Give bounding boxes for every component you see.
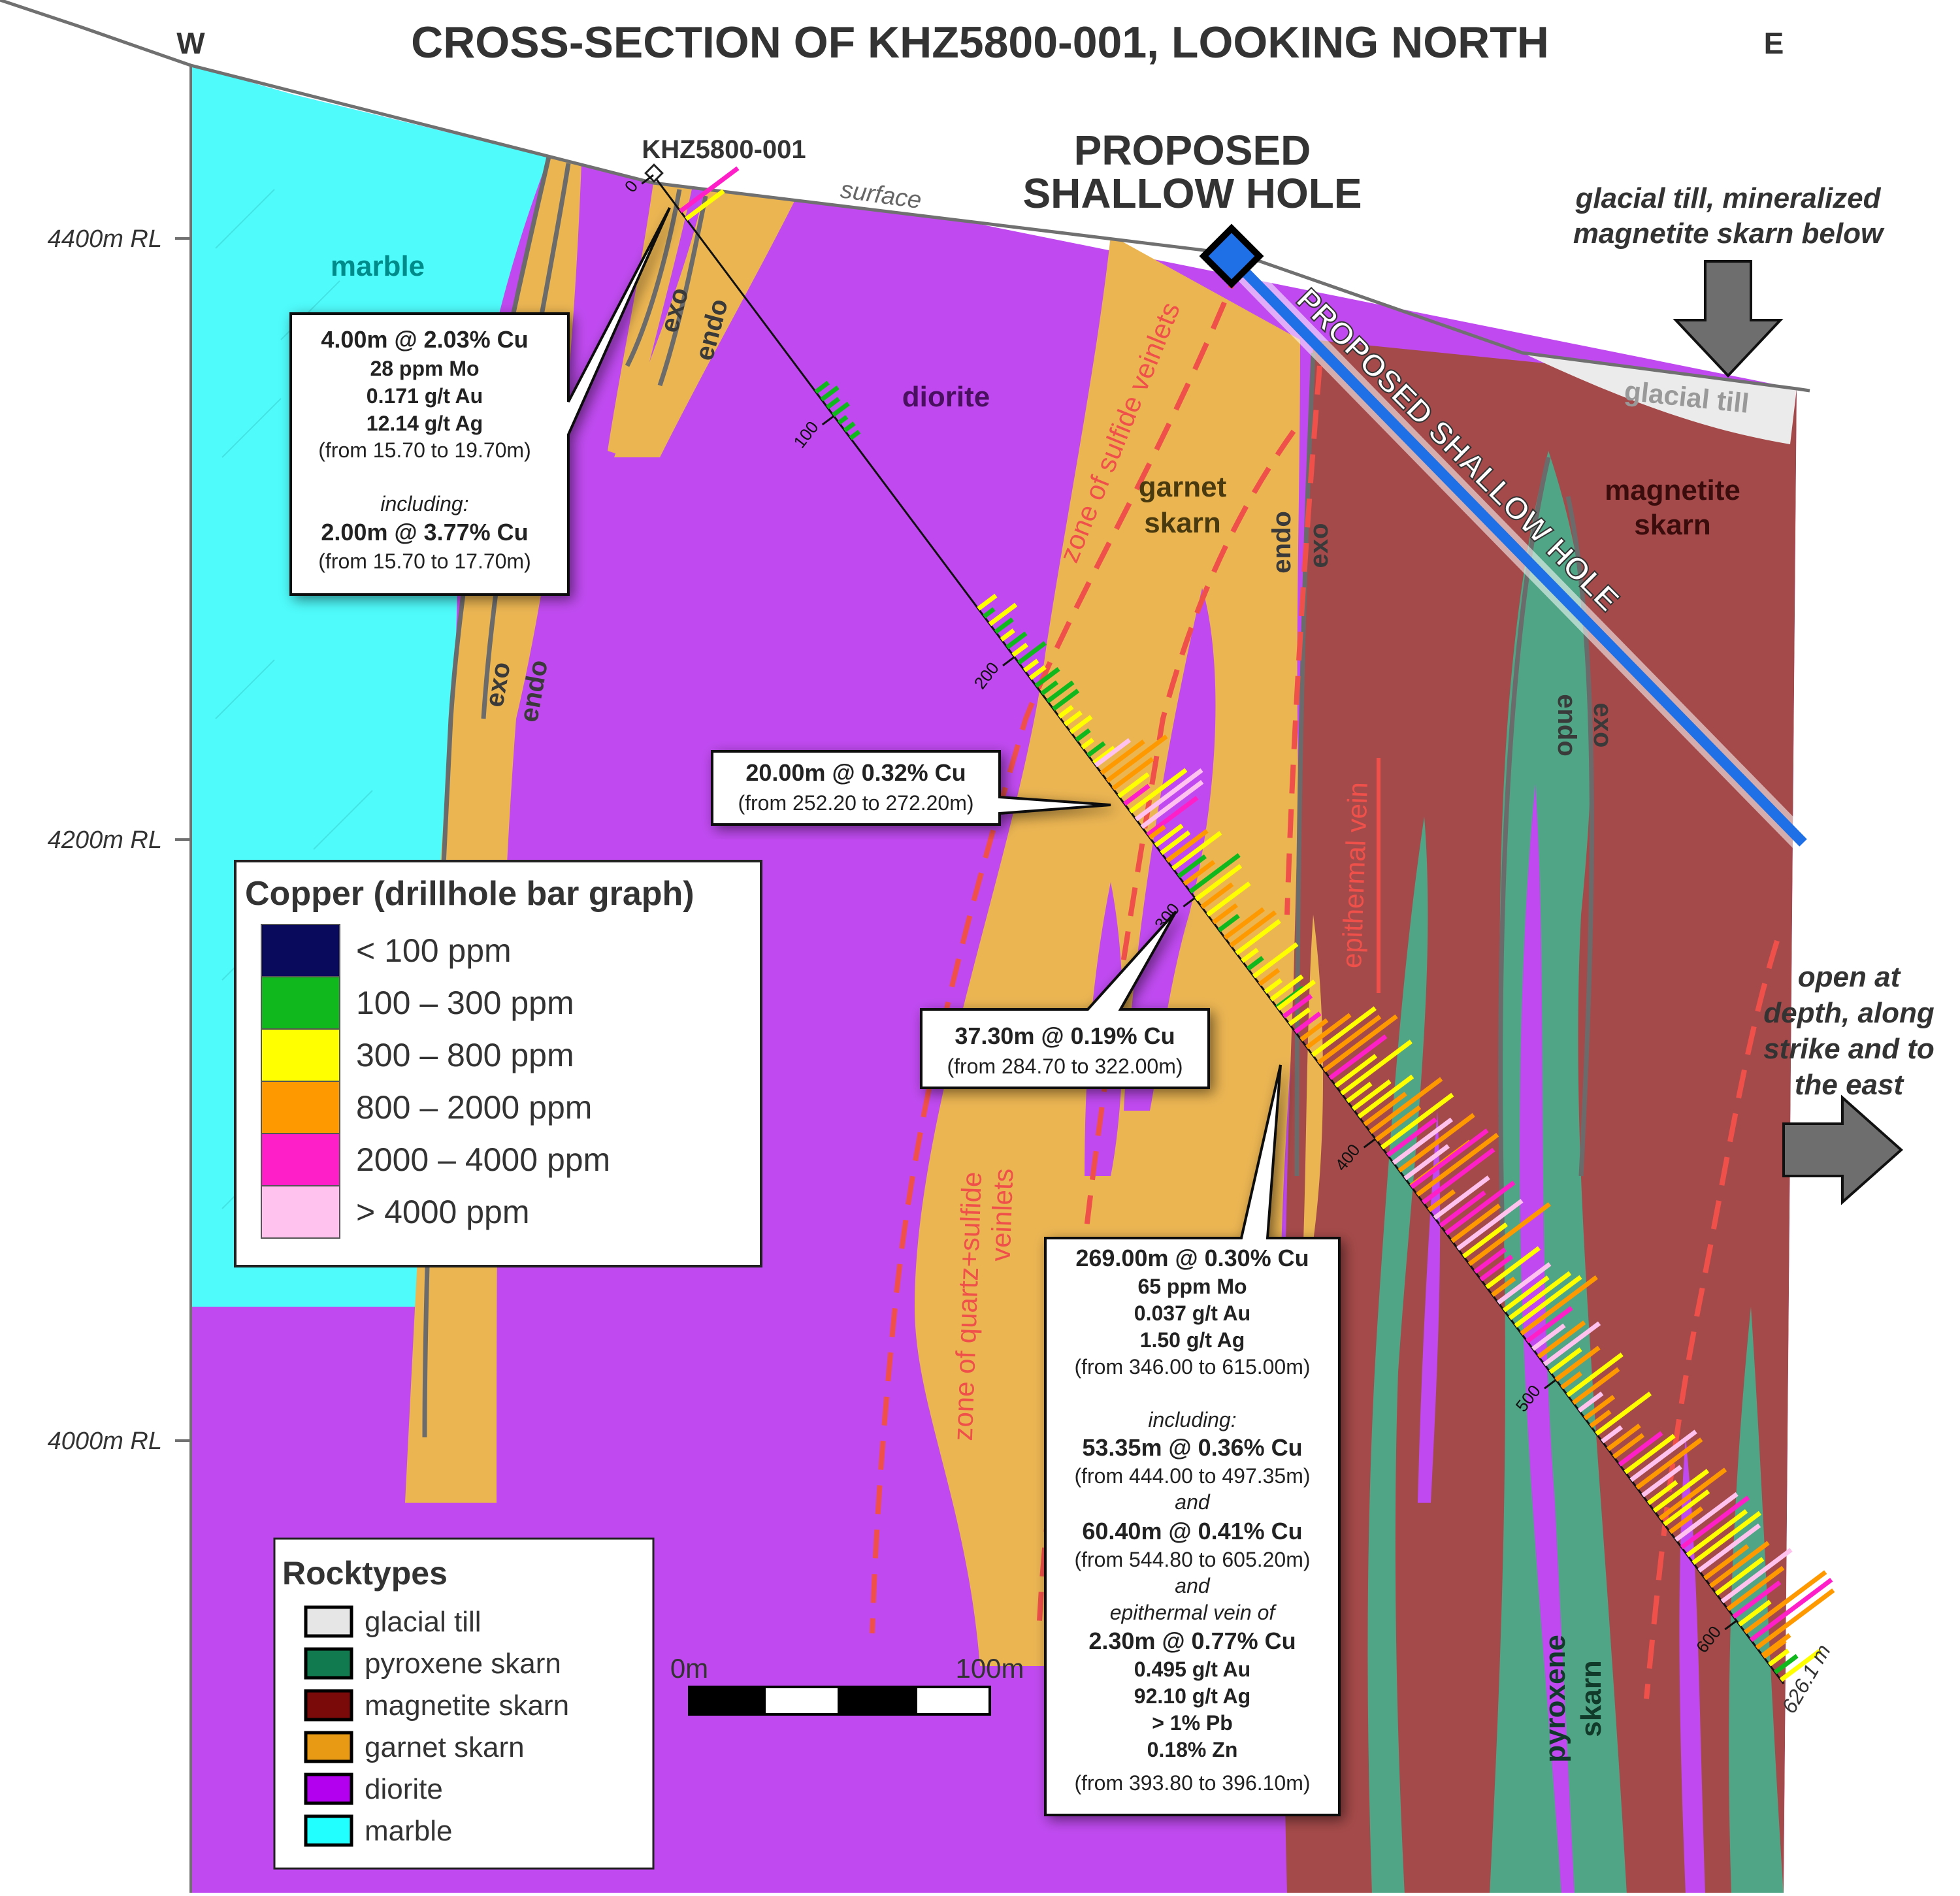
rock-swatch-2 [306,1649,351,1678]
copper-legend-label-5: 2000 – 4000 ppm [356,1141,610,1178]
page-title: CROSS-SECTION OF KHZ5800-001, LOOKING NO… [411,18,1549,67]
copper-swatch-5 [261,1134,340,1186]
elevation-label-4000: 4000m RL [48,1428,162,1455]
glacial-note-1: glacial till, mineralized [1575,182,1881,214]
endo-label-center: endo [1267,511,1296,574]
open-note-4: the east [1795,1069,1905,1101]
endo-label-east: endo [1552,694,1581,757]
callout-2-line-1: 20.00m @ 0.32% Cu [745,759,966,786]
exo-label-center: exo [1305,523,1333,568]
magnetite-skarn-label-1: magnetite [1605,474,1740,506]
copper-swatch-2 [261,977,340,1029]
rock-legend-title: Rocktypes [282,1555,448,1592]
callout-1-line-3: 0.171 g/t Au [367,384,483,408]
callout-4-line-5: (from 346.00 to 615.00m) [1074,1355,1310,1379]
pyroxene-skarn-label-2: skarn [1575,1660,1607,1737]
rock-swatch-6 [306,1816,351,1845]
copper-swatch-1 [261,924,340,977]
garnet-skarn-label-2: skarn [1144,507,1220,539]
marble-label: marble [331,250,425,282]
garnet-skarn-label-1: garnet [1139,471,1227,503]
elevation-label-4200: 4200m RL [48,826,162,854]
copper-legend-label-3: 300 – 800 ppm [356,1037,574,1073]
callout-1-line-5: (from 15.70 to 19.70m) [318,438,531,462]
callout-1-line-4: 12.14 g/t Ag [367,412,483,435]
callout-4-line-1: 269.00m @ 0.30% Cu [1075,1245,1309,1271]
callout-4-line-19: (from 393.80 to 396.10m) [1074,1771,1310,1795]
down-arrow-icon [1676,261,1780,376]
rocktype-legend: Rocktypes glacial till pyroxene skarn ma… [274,1539,653,1869]
pyroxene-skarn-label-1: pyroxene [1539,1635,1571,1763]
rock-swatch-3 [306,1691,351,1720]
callout-4-line-11: (from 544.80 to 605.20m) [1074,1548,1310,1571]
elevation-label-4400: 4400m RL [48,225,162,253]
rock-swatch-4 [306,1733,351,1761]
callout-3-line-2: (from 284.70 to 322.00m) [947,1054,1183,1078]
rock-legend-label-4: garnet skarn [365,1731,525,1763]
copper-swatch-6 [261,1186,340,1238]
copper-swatch-4 [261,1081,340,1134]
callout-1-line-8: (from 15.70 to 17.70m) [318,549,531,573]
callout-4-line-10: 60.40m @ 0.41% Cu [1082,1518,1302,1545]
copper-legend-label-1: < 100 ppm [356,932,512,969]
rock-legend-label-5: diorite [365,1773,443,1805]
exo-label-east: exo [1588,703,1617,748]
rock-legend-label-6: marble [365,1815,453,1847]
rock-swatch-1 [306,1607,351,1636]
callout-2-line-2: (from 252.20 to 272.20m) [738,791,973,815]
glacial-note-2: magnetite skarn below [1573,218,1885,250]
copper-legend-label-6: > 4000 ppm [356,1194,529,1230]
compass-west: W [176,26,205,60]
scale-bar-end: 100m [955,1653,1024,1684]
diorite-label: diorite [902,381,990,413]
callout-1-line-1: 4.00m @ 2.03% Cu [321,326,528,353]
open-note-2: depth, along [1763,997,1935,1029]
callout-4-line-9: and [1175,1490,1211,1514]
copper-swatch-3 [261,1029,340,1081]
callout-4-line-3: 0.037 g/t Au [1134,1301,1250,1325]
open-note-1: open at [1798,961,1902,993]
compass-east: E [1764,26,1784,60]
right-arrow-icon [1784,1098,1901,1202]
rock-swatch-5 [306,1774,351,1803]
epithermal-vein-label: epithermal vein [1336,781,1373,968]
callout-4-line-12: and [1175,1574,1211,1597]
callout-4-line-14: 2.30m @ 0.77% Cu [1088,1627,1296,1654]
callout-4-line-16: 92.10 g/t Ag [1134,1684,1250,1708]
copper-legend-label-4: 800 – 2000 ppm [356,1089,592,1126]
callout-4-line-7: 53.35m @ 0.36% Cu [1082,1434,1302,1461]
callout-4-line-13: epithermal vein of [1110,1601,1277,1624]
callout-4-line-15: 0.495 g/t Au [1134,1658,1250,1681]
callout-1-line-2: 28 ppm Mo [370,357,479,380]
copper-legend: Copper (drillhole bar graph) < 100 ppm 1… [235,861,761,1266]
callout-4-line-18: 0.18% Zn [1147,1738,1238,1761]
rock-legend-label-3: magnetite skarn [365,1690,569,1722]
rock-legend-label-1: glacial till [365,1606,482,1638]
callout-4-line-17: > 1% Pb [1152,1711,1233,1735]
drillhole-name: KHZ5800-001 [642,135,806,164]
callout-4-line-2: 65 ppm Mo [1137,1275,1247,1298]
copper-legend-label-2: 100 – 300 ppm [356,985,574,1021]
callout-3-line-1: 37.30m @ 0.19% Cu [955,1022,1175,1049]
copper-legend-title: Copper (drillhole bar graph) [245,875,694,913]
scale-bar-start: 0m [670,1653,708,1684]
proposed-heading-1: PROPOSED [1074,127,1311,174]
callout-1-line-6: including: [380,492,468,515]
callout-4-line-4: 1.50 g/t Ag [1140,1328,1245,1352]
proposed-heading-2: SHALLOW HOLE [1022,170,1362,217]
rock-legend-label-2: pyroxene skarn [365,1648,561,1680]
open-note-3: strike and to [1763,1033,1935,1065]
magnetite-skarn-label-2: skarn [1634,509,1710,541]
callout-4-line-8: (from 444.00 to 497.35m) [1074,1464,1310,1488]
callout-4-line-6: including: [1148,1408,1236,1431]
callout-1-line-7: 2.00m @ 3.77% Cu [321,519,528,546]
zone-quartz-sulfide-label-2: veinlets [985,1168,1019,1262]
